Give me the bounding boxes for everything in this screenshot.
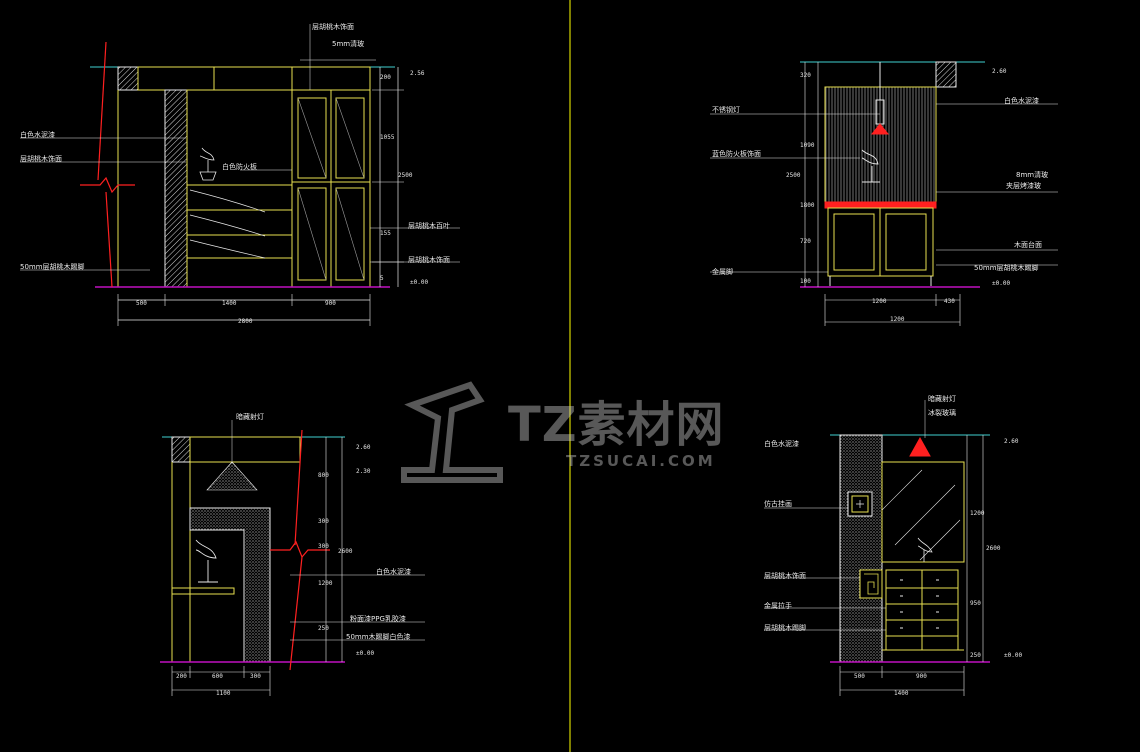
d3-label: 白色水泥漆 — [376, 568, 411, 576]
d2-dim: 1800 — [800, 202, 815, 209]
d1-dim: 900 — [325, 300, 336, 307]
d1-label: 层胡桃木饰面 — [408, 256, 450, 264]
d4-dim: 2.60 — [1004, 438, 1019, 445]
d3-dim: 300 — [250, 673, 261, 680]
d3-dim: 1200 — [318, 580, 333, 587]
d1-label: 层胡桃木百叶 — [408, 222, 450, 230]
d4-label: 冰裂玻璃 — [928, 409, 956, 417]
d2-label: 8mm清玻 — [1016, 171, 1049, 179]
d4-dim: 1200 — [970, 510, 985, 517]
d3-dim: 2600 — [338, 548, 353, 555]
d2-label: 木面台面 — [1014, 241, 1042, 249]
d3-label: 粉面漆PPG乳胶漆 — [350, 615, 406, 623]
d2-dim: 1090 — [800, 142, 815, 149]
d4-label: 层胡桃木踢脚 — [764, 624, 806, 632]
d3-label: 50mm木踢脚白色漆 — [346, 633, 411, 641]
d3-dim: 200 — [176, 673, 187, 680]
d2-dim: 2500 — [786, 172, 801, 179]
d3-dim: 250 — [318, 625, 329, 632]
d4-dim: 900 — [916, 673, 927, 680]
d1-dim: 2500 — [398, 172, 413, 179]
d1-label: 5mm清玻 — [332, 40, 365, 48]
d2-dim: ±0.00 — [992, 280, 1011, 287]
d1-label: 层胡桃木饰面 — [20, 155, 62, 163]
elevation-drawing-3 — [160, 420, 425, 696]
d3-dim: 2.60 — [356, 444, 371, 451]
d1-dim: ±0.00 — [410, 279, 429, 286]
d2-dim: 2.60 — [992, 68, 1007, 75]
d4-dim: ±0.00 — [1004, 652, 1023, 659]
d2-label: 金属脚 — [712, 268, 733, 276]
d4-dim: 950 — [970, 600, 981, 607]
d2-label: 夹层烤漆玻 — [1006, 182, 1041, 190]
d2-dim: 1200 — [872, 298, 887, 305]
d1-label: 白色防火板 — [222, 163, 257, 171]
d3-dim: 300 — [318, 543, 329, 550]
d4-label: 层胡桃木饰面 — [764, 572, 806, 580]
d3-dim: ±0.00 — [356, 650, 375, 657]
d4-label: 金属拉手 — [764, 602, 792, 610]
d4-label: 白色水泥漆 — [764, 440, 799, 448]
d2-dim: 100 — [800, 278, 811, 285]
d2-label: 蓝色防火板饰面 — [712, 150, 761, 158]
d2-label: 50mm层胡桃木踢脚 — [974, 264, 1039, 272]
d3-dim: 800 — [318, 472, 329, 479]
d3-dim: 300 — [318, 518, 329, 525]
watermark-subtitle: TZSUCAI.COM — [566, 452, 716, 470]
d4-label: 仿古挂画 — [764, 500, 792, 508]
d1-dim: 155 — [380, 230, 391, 237]
elevation-drawing-4 — [764, 400, 990, 696]
elevation-drawing-1 — [20, 24, 460, 326]
d4-dim: 500 — [854, 673, 865, 680]
d2-dim: 430 — [944, 298, 955, 305]
d1-dim: 2800 — [238, 318, 253, 325]
d4-dim: 1400 — [894, 690, 909, 697]
d1-label: 白色水泥漆 — [20, 131, 55, 139]
d2-dim: 1200 — [890, 316, 905, 323]
d2-label: 白色水泥漆 — [1004, 97, 1039, 105]
d2-dim: 320 — [800, 72, 811, 79]
d1-dim: 500 — [136, 300, 147, 307]
d3-label: 暗藏射灯 — [236, 413, 264, 421]
d4-label: 暗藏射灯 — [928, 395, 956, 403]
d4-dim: 250 — [970, 652, 981, 659]
watermark-title: TZ素材网 — [508, 397, 725, 453]
elevation-drawing-2 — [710, 61, 1058, 326]
watermark-logo — [401, 381, 503, 483]
d1-dim: 1400 — [222, 300, 237, 307]
d1-dim: 5 — [380, 275, 384, 282]
d1-dim: 200 — [380, 74, 391, 81]
d1-label: 层胡桃木饰面 — [312, 23, 354, 31]
d1-dim: 2.56 — [410, 70, 425, 77]
d1-label: 50mm层胡桃木踢脚 — [20, 263, 85, 271]
d3-dim: 2.30 — [356, 468, 371, 475]
d3-dim: 1100 — [216, 690, 231, 697]
d2-dim: 720 — [800, 238, 811, 245]
d2-label: 不锈钢灯 — [712, 106, 740, 114]
d3-dim: 600 — [212, 673, 223, 680]
d4-dim: 2600 — [986, 545, 1001, 552]
d1-dim: 1055 — [380, 134, 395, 141]
